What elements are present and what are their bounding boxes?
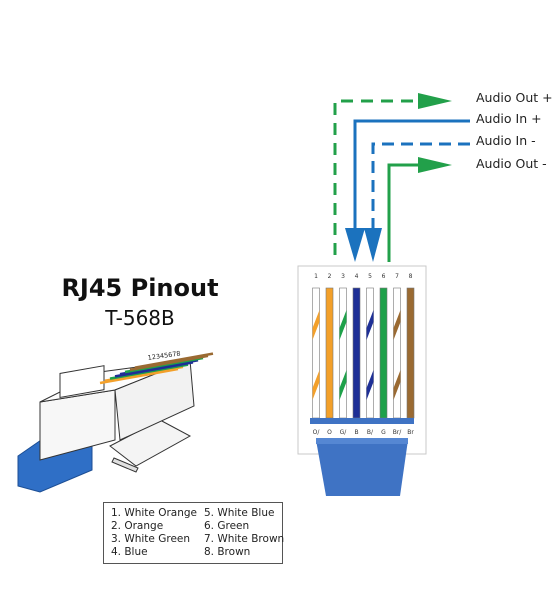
legend-item: 6. Green: [204, 520, 250, 532]
pin-code: B: [354, 429, 358, 436]
plug-latch-edge: [111, 457, 139, 473]
cable-boot: [316, 440, 408, 496]
label-audio-in-plus: Audio In +: [476, 111, 542, 126]
connector-face: 1 2 3 4 5 6 7 8 O/O G/B B/G Br/Br: [297, 265, 427, 496]
wire-band: [310, 418, 414, 424]
audio-in-minus-arrowhead: [364, 228, 382, 262]
pin-code: G: [381, 429, 386, 436]
audio-in-plus-arrowhead: [345, 228, 365, 262]
cable-top: [316, 438, 408, 444]
diagram-title: RJ45 Pinout: [61, 274, 219, 302]
wires: [312, 287, 415, 419]
audio-out-plus-line: [333, 99, 420, 255]
legend-item: 5. White Blue: [204, 507, 275, 519]
legend-item: 7. White Brown: [204, 533, 285, 545]
label-audio-out-plus: Audio Out +: [476, 90, 553, 105]
pin-number-labels: 1 2 3 4 5 6 7 8: [314, 273, 413, 280]
pin-code: B/: [367, 429, 374, 436]
wire-pin-7: [393, 287, 401, 419]
legend-column-left: 1. White Orange 2. Orange 3. White Green…: [111, 507, 197, 559]
label-audio-out-minus: Audio Out -: [476, 156, 547, 171]
audio-in-plus-line: [353, 119, 470, 230]
wire-pin-4: [352, 287, 361, 419]
pin-number: 8: [409, 273, 413, 280]
rj45-plug-illustration: 12345678: [17, 349, 214, 493]
audio-out-minus-arrowhead: [418, 157, 452, 173]
pin-number: 3: [341, 273, 345, 280]
legend-item: 4. Blue: [111, 546, 148, 558]
pin-number: 4: [355, 273, 359, 280]
pin-number: 6: [382, 273, 386, 280]
audio-in-minus-line: [371, 142, 470, 230]
pin-code: O/: [313, 429, 321, 436]
pin-code: G/: [340, 429, 348, 436]
legend-item: 8. Brown: [204, 546, 251, 558]
wire-pin-1: [312, 287, 320, 419]
pin-number: 5: [368, 273, 372, 280]
diagram-subtitle: T-568B: [105, 306, 175, 330]
legend-item: 1. White Orange: [111, 507, 198, 519]
legend-item: 3. White Green: [111, 533, 191, 545]
audio-out-plus-arrowhead: [418, 93, 452, 109]
legend-item: 2. Orange: [111, 520, 164, 532]
signal-arrows: [333, 93, 470, 262]
color-legend: 1. White Orange 2. Orange 3. White Green…: [103, 502, 284, 564]
pin-code: Br/: [393, 429, 403, 436]
wire-pin-6: [379, 287, 388, 419]
legend-column-right: 5. White Blue 6. Green 7. White Brown 8.…: [204, 507, 284, 559]
pin-number: 2: [328, 273, 332, 280]
audio-out-minus-line: [387, 163, 420, 262]
pin-code: Br: [407, 429, 414, 436]
plug-wires: [99, 352, 214, 385]
plug-wire: [134, 352, 214, 369]
wire-pin-5: [366, 287, 374, 419]
wire-pin-8: [406, 287, 415, 419]
wire-pin-3: [339, 287, 347, 419]
wire-pin-2: [325, 287, 334, 419]
pin-number: 7: [395, 273, 399, 280]
label-audio-in-minus: Audio In -: [476, 133, 536, 148]
pin-code-labels: O/O G/B B/G Br/Br: [313, 429, 415, 436]
pin-number: 1: [314, 273, 318, 280]
plug-window: [59, 365, 105, 399]
pin-code: O: [327, 429, 332, 436]
